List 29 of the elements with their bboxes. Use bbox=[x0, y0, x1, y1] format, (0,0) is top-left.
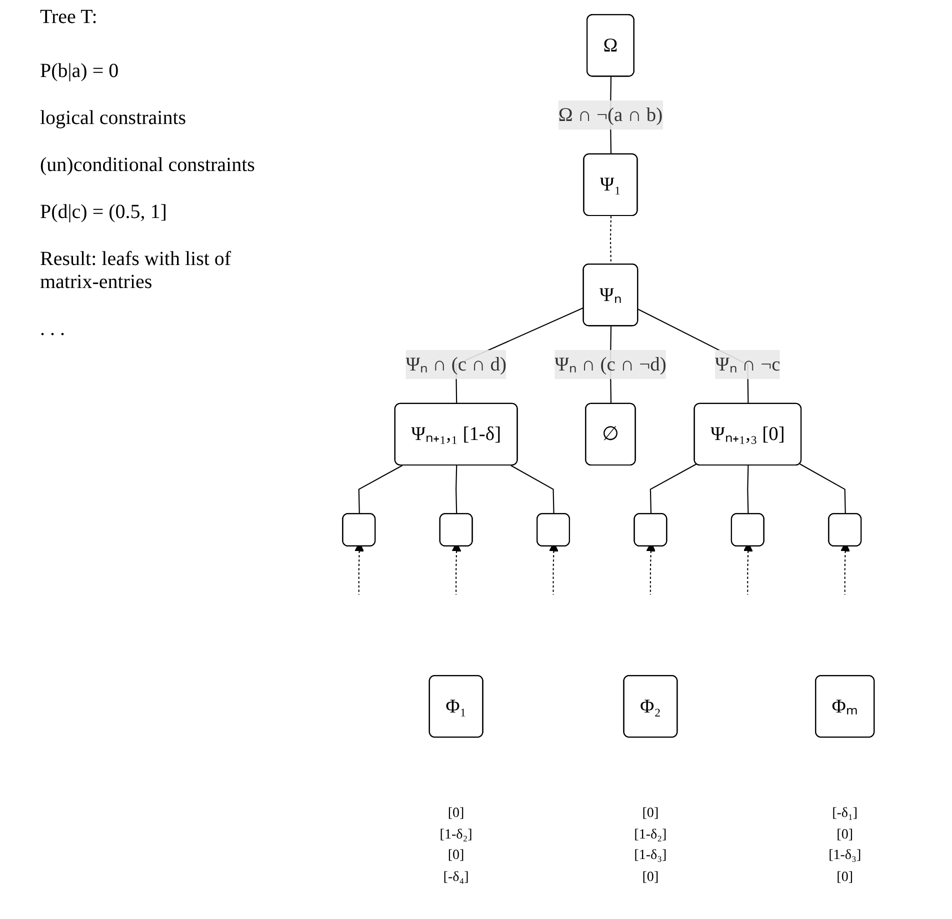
node-label: [1-δ₃] bbox=[828, 846, 862, 862]
node-label: [0] bbox=[836, 867, 854, 884]
node-label: [0] bbox=[448, 804, 464, 820]
node-label: [-δ₁] bbox=[832, 804, 858, 820]
edge-label: Ψₙ ∩ (c ∩ ¬d) bbox=[554, 353, 666, 375]
connector bbox=[650, 464, 697, 514]
node-label: [1-δ₂] bbox=[440, 825, 472, 842]
node-label: [0] bbox=[642, 804, 659, 820]
connector bbox=[800, 464, 846, 514]
annotation-text: Result: leafs with list of matrix-entries bbox=[40, 248, 232, 294]
connector bbox=[747, 466, 749, 514]
annotation-text: logical constraints bbox=[40, 107, 188, 130]
diagram-title: Tree T: bbox=[40, 6, 98, 29]
node-label: [1-δ₃] bbox=[634, 846, 667, 862]
annotation-text: P(b|a) = 0 bbox=[40, 60, 120, 83]
annotation-text: (un)conditional constraints bbox=[40, 154, 256, 177]
edge-label: Ψₙ ∩ (c ∩ d) bbox=[406, 353, 506, 375]
edge-label: Ψₙ ∩ ¬c bbox=[715, 353, 780, 375]
node-label: [0] bbox=[836, 825, 854, 842]
connector bbox=[456, 466, 458, 514]
annotation-text: P(d|c) = (0.5, 1] bbox=[40, 201, 168, 224]
node-label: [0] bbox=[448, 846, 464, 862]
connector bbox=[510, 465, 554, 514]
edge-label: Ω ∩ ¬(a ∩ b) bbox=[558, 104, 663, 126]
node-label: [-δ₄] bbox=[443, 867, 469, 884]
node-label: [1-δ₂] bbox=[634, 825, 667, 842]
node-label: [0] bbox=[642, 867, 659, 884]
annotation-text: . . . bbox=[40, 318, 66, 341]
connector bbox=[358, 465, 403, 514]
